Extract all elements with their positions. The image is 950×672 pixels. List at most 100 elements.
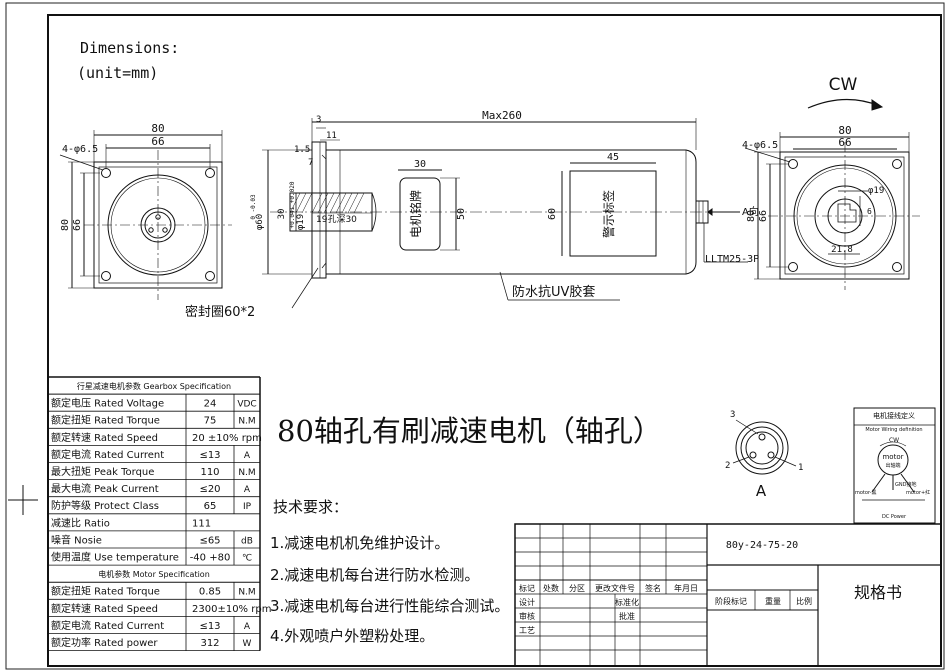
connector-view-label: A [756,482,767,500]
left-height-66: 66 [72,219,83,231]
front-view-right [744,98,920,290]
title-block [514,523,942,667]
gearbox-spec-value: 75 [204,416,217,427]
gearbox-spec-value: -40 +80 [190,553,231,564]
tb-approve: 批准 [619,611,635,621]
side-view [262,118,748,309]
gearbox-spec-label: 额定扭矩 Rated Torque [51,414,160,427]
main-title: 80轴孔有刷减速电机（轴孔） [277,414,662,448]
unit-label: (unit=mm) [77,64,158,82]
inner-border [47,14,942,667]
motor-spec-label: 额定扭矩 Rated Torque [51,585,160,598]
wiring-gnd: GND接地 [895,481,916,488]
motor-spec-label: 额定功率 Rated power [51,636,158,649]
tb-standard: 标准化 [615,597,639,607]
motor-spec-value: ≤13 [199,621,220,632]
dim-1-5: 1.5 [294,145,310,155]
gearbox-spec-label: 额定转速 Rated Speed [51,431,158,444]
gearbox-spec-label: 使用温度 Use temperature [51,551,179,564]
motor-spec-unit: W [243,639,252,649]
tb-header-date: 年月日 [674,583,698,593]
gearbox-spec-value: 111 [192,518,211,529]
motor-spec-unit: N.M [238,588,255,598]
left-height-80: 80 [60,219,71,231]
dim-45: 45 [607,152,619,163]
gearbox-spec-label: 噪音 Nosie [51,533,102,546]
gearbox-spec-unit: dB [241,536,253,546]
motor-spec-unit: A [244,622,251,632]
bore-tol: +0.041 +0.020 [289,181,296,228]
dim-3: 3 [316,115,321,125]
tb-header-count: 处数 [543,583,559,593]
gearbox-spec-value: 20 ±10% rpm [192,433,262,444]
keyway-label: 19孔深30 [316,214,357,225]
dim-11: 11 [326,131,337,141]
requirement-item-2: 2.减速电机每台进行防水检测。 [270,566,479,584]
gearbox-spec-value: ≤13 [199,450,220,461]
requirement-item-4: 4.外观喷户外塑粉处理。 [270,627,434,645]
gearbox-spec-unit: ℃ [242,554,252,564]
front-view-left [59,130,232,300]
wiring-motor: motor [882,453,903,461]
tb-scale: 比例 [796,596,812,606]
motor-spec-value: 2300±10% rpm [192,604,271,615]
gearbox-spec-unit: A [244,485,251,495]
tb-design: 设计 [519,597,535,607]
wiring-subtitle: Motor Wiring definition [865,427,922,433]
max-length: Max260 [482,109,522,122]
shaft-tol: 0 -0.03 [250,194,257,220]
gearbox-spec-value: 110 [200,467,219,478]
gearbox-spec-label: 最大电流 Peak Current [51,482,159,495]
gearbox-spec-header: 行星减速电机参数 Gearbox Specification [77,381,231,391]
seal-label: 密封圈60*2 [185,304,255,320]
requirement-item-1: 1.减速电机机免维护设计。 [270,534,449,552]
right-holes-label: 4-φ6.5 [742,140,778,151]
tb-header-sign: 签名 [645,583,661,593]
gearbox-spec-label: 减速比 Ratio [51,517,110,529]
left-width-66: 66 [151,135,164,148]
dim-21-8: 21.8 [831,245,853,255]
tb-process: 工艺 [519,626,535,635]
right-height-80: 80 [746,210,757,222]
motor-spec-label: 额定电流 Rated Current [51,619,164,632]
a-direction: A向 [742,205,759,218]
dim-7: 7 [308,158,313,168]
motor-spec-label: 额定转速 Rated Speed [51,602,158,615]
gearbox-spec-unit: N.M [238,417,255,427]
motor-spec-header: 电机参数 Motor Specification [98,569,210,579]
gearbox-spec-value: ≤65 [199,535,220,546]
left-width-80: 80 [151,122,164,135]
bore-dia: φ19 [296,214,306,230]
dim-30: 30 [414,159,426,170]
nameplate-label: 电机铭牌 [408,190,423,238]
gearbox-spec-label: 额定电流 Rated Current [51,448,164,461]
tb-header-change: 更改文件号 [595,583,635,593]
right-width-66: 66 [838,136,851,149]
gearbox-spec-unit: VDC [237,400,256,410]
rotation-direction: CW [829,75,858,95]
outer-border [5,2,945,670]
dim-60: 60 [547,208,558,220]
motor-spec-value: 312 [200,638,219,649]
left-holes-label: 4-φ6.5 [62,144,98,155]
document-type: 规格书 [854,583,902,602]
connector-model: LLTM25-3P [705,254,759,265]
gearbox-spec-value: 24 [204,399,217,410]
gearbox-spec-value: ≤20 [199,484,220,495]
tb-header-zone: 分区 [569,584,585,593]
dim-50: 50 [456,208,467,220]
wiring-neg: motor-黑 [855,490,877,496]
tb-weight: 重量 [765,596,781,606]
wiring-motor-cn: 出轴端 [885,462,900,469]
dim-6: 6 [867,207,872,216]
wiring-power: DC Power [882,514,907,520]
sleeve-label: 防水抗UV胶套 [512,284,595,300]
gearbox-spec-unit: N.M [238,468,255,478]
right-width-80: 80 [838,124,851,137]
gearbox-spec-unit: IP [243,502,252,512]
tb-stage: 阶段标记 [715,596,747,606]
model-number: 80y-24-75-20 [726,540,798,551]
gearbox-spec-value: 65 [204,501,217,512]
wiring-title: 电机接线定义 [873,411,915,420]
